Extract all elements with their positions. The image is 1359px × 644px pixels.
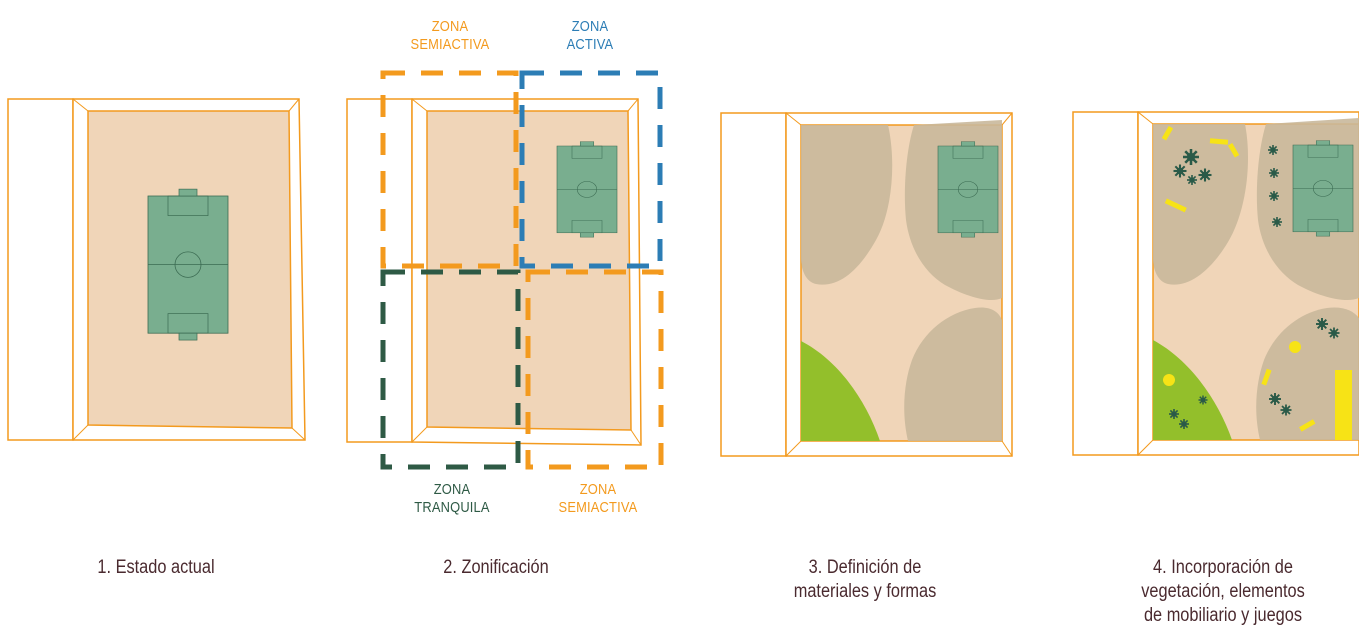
zone-label-line: TRANQUILA xyxy=(414,499,490,516)
zone-tranquila xyxy=(380,269,521,470)
gravel-area xyxy=(801,125,893,285)
football-pitch xyxy=(556,141,618,238)
zone-activa xyxy=(519,70,663,269)
zone-label-line: ZONA xyxy=(433,481,471,498)
zone-label-line: ZONA xyxy=(579,481,617,498)
caption-step-2: 2. Zonificación xyxy=(410,556,582,580)
zone-label-tranquila: ZONA TRANQUILA xyxy=(392,481,512,517)
panel-zonificacion xyxy=(346,70,664,470)
caption-step-3: 3. Definición de materiales y formas xyxy=(770,556,959,604)
zone-label-line: ZONA xyxy=(431,18,469,35)
caption-line: materiales y formas xyxy=(793,581,937,602)
caption-line: 1. Estado actual xyxy=(97,557,215,578)
zone-label-semiactiva-top: ZONA SEMIACTIVA xyxy=(390,18,510,54)
zone-semiactiva-top xyxy=(380,70,519,269)
zone-label-line: ZONA xyxy=(571,18,609,35)
football-pitch xyxy=(1292,140,1354,237)
panel-vegetacion xyxy=(1072,111,1359,456)
bench-icon xyxy=(1161,125,1352,440)
zone-label-activa: ZONA ACTIVA xyxy=(538,18,641,54)
zone-label-line: SEMIACTIVA xyxy=(558,499,638,516)
caption-step-1: 1. Estado actual xyxy=(70,556,242,580)
gravel-area xyxy=(904,307,1002,441)
caption-step-4: 4. Incorporación de vegetación, elemento… xyxy=(1128,556,1317,628)
caption-line: 2. Zonificación xyxy=(443,557,549,578)
building-block xyxy=(7,98,74,441)
grass-area xyxy=(801,341,880,441)
caption-line: vegetación, elementos xyxy=(1141,581,1305,602)
football-pitch xyxy=(937,141,999,238)
caption-line: 4. Incorporación de xyxy=(1153,557,1293,578)
panel-materiales xyxy=(720,112,1013,457)
panel-estado-actual xyxy=(7,98,306,441)
zone-label-semiactiva-bottom: ZONA SEMIACTIVA xyxy=(538,481,658,517)
building-block xyxy=(720,112,787,457)
zone-label-line: ACTIVA xyxy=(566,36,614,53)
building-block xyxy=(1072,111,1139,456)
caption-line: de mobiliario y juegos xyxy=(1143,605,1303,626)
caption-line: 3. Definición de xyxy=(808,557,922,578)
gravel-area xyxy=(1153,124,1249,285)
football-pitch xyxy=(147,188,229,341)
zone-label-line: SEMIACTIVA xyxy=(410,36,490,53)
zone-semiactiva-bottom xyxy=(525,269,664,470)
